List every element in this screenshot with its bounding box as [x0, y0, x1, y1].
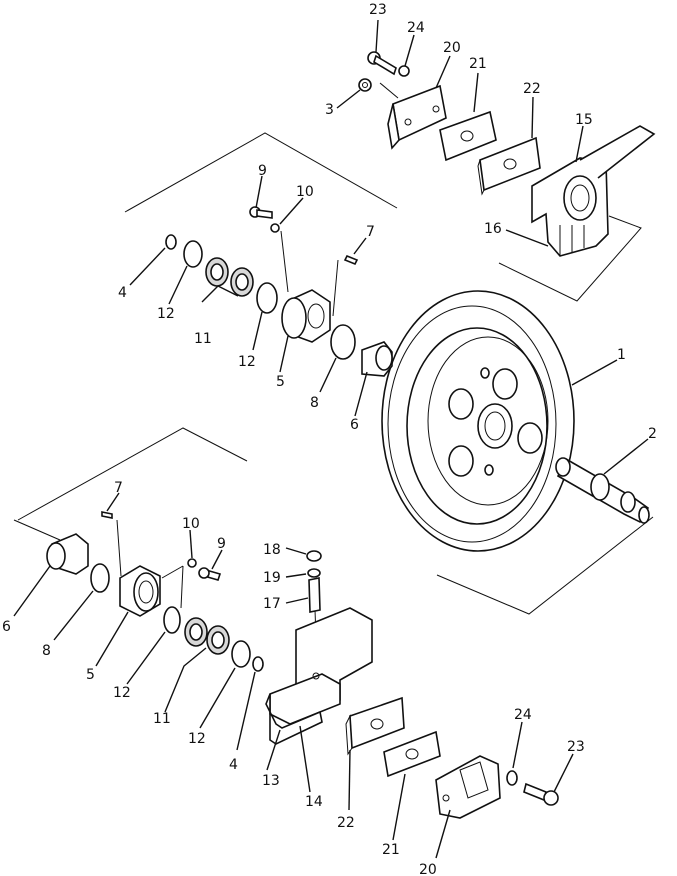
callout-7-lower: 7 [114, 480, 123, 496]
callout-22-upper: 22 [523, 81, 541, 97]
callout-11-upper: 11 [194, 331, 212, 347]
callout-6-lower: 6 [2, 619, 11, 635]
callout-8-lower: 8 [42, 643, 51, 659]
callout-17: 17 [263, 596, 281, 612]
idler-wheel [381, 290, 575, 552]
callout-9-upper: 9 [258, 163, 267, 179]
callout-1: 1 [617, 347, 626, 363]
callout-labels: 1 2 3 4 4 5 5 6 6 7 7 8 8 9 9 10 10 11 1… [2, 2, 657, 876]
callout-23-lower: 23 [567, 739, 585, 755]
lower-fasteners [506, 770, 559, 806]
callout-23-upper: 23 [369, 2, 387, 18]
callout-12-upper-b: 12 [238, 354, 256, 370]
callout-4-lower: 4 [229, 757, 238, 773]
callout-12-lower-a: 12 [113, 685, 131, 701]
callout-24-lower: 24 [514, 707, 532, 723]
lower-plates [345, 696, 501, 819]
callout-10-upper: 10 [296, 184, 314, 200]
callout-24-upper: 24 [407, 20, 425, 36]
callout-21-lower: 21 [382, 842, 400, 858]
upper-seal-group [165, 206, 393, 377]
callout-5-upper: 5 [276, 374, 285, 390]
callout-19: 19 [263, 570, 281, 586]
upper-fasteners [358, 51, 410, 92]
callout-7-upper: 7 [366, 224, 375, 240]
leader-lines [13, 19, 649, 859]
callout-20-lower: 20 [419, 862, 437, 876]
upper-plates [387, 84, 541, 196]
callout-14: 14 [305, 794, 323, 810]
callout-5-lower: 5 [86, 667, 95, 683]
callout-11-lower: 11 [153, 711, 171, 727]
callout-16: 16 [484, 221, 502, 237]
callout-21-upper: 21 [469, 56, 487, 72]
callout-12-upper-a: 12 [157, 306, 175, 322]
callout-3: 3 [325, 102, 334, 118]
callout-15: 15 [575, 112, 593, 128]
callout-2: 2 [648, 426, 657, 442]
callout-8-upper: 8 [310, 395, 319, 411]
callout-20-upper: 20 [443, 40, 461, 56]
callout-9-lower: 9 [217, 536, 226, 552]
callout-22-lower: 22 [337, 815, 355, 831]
callout-18: 18 [263, 542, 281, 558]
callout-12-lower-b: 12 [188, 731, 206, 747]
callout-13: 13 [262, 773, 280, 789]
upper-support-bracket [531, 125, 656, 257]
callout-4-upper: 4 [118, 285, 127, 301]
callout-10-lower: 10 [182, 516, 200, 532]
lower-seal-group [46, 511, 264, 672]
shaft [555, 457, 650, 524]
callout-6-upper: 6 [350, 417, 359, 433]
